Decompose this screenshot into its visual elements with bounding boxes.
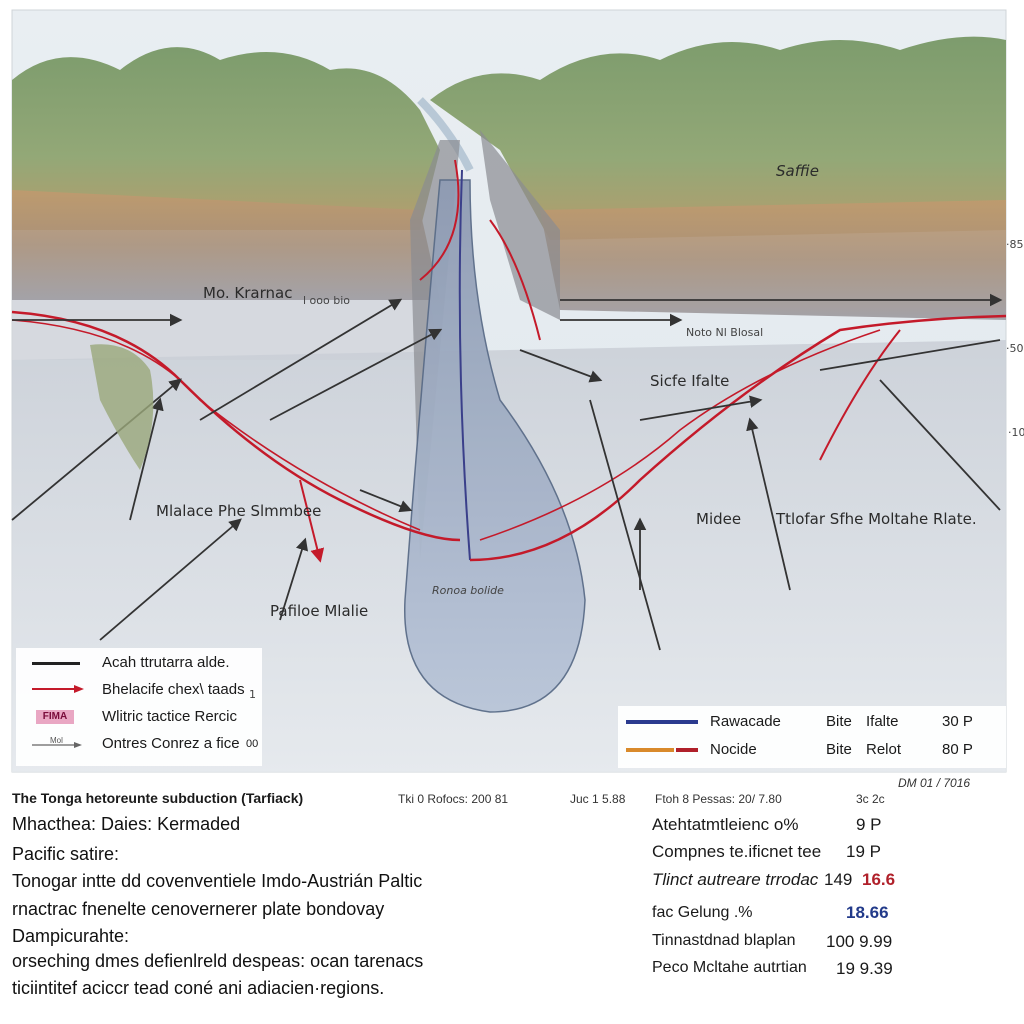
stat-label-6: Peco Mcltahe autrtian (652, 959, 807, 976)
legend-right: Rawacade Bite Ifalte 30 P Nocide Bite Re… (618, 706, 1006, 768)
label-lower-left: Pafiloe Mlalie (270, 602, 369, 620)
legend-item-2: Bhelacife chex\ taads (102, 681, 245, 698)
legend-item-4-suffix: 00 (246, 738, 259, 750)
arrow-10 (746, 417, 791, 591)
label-left-upper-small: l ooo bio (303, 294, 351, 307)
arrow-5 (279, 537, 309, 621)
red-boundary-left (11, 310, 461, 542)
arrow-15 (879, 379, 1001, 511)
caption-line-5: Dampicurahte: (12, 926, 130, 946)
caption-line-1: Mhacthea: Daies: Kermaded (12, 814, 241, 834)
red-slab-line-1 (419, 159, 460, 281)
legend-item-1: Acah ttrutarra alde. (102, 654, 230, 671)
left-mantle (12, 300, 440, 360)
subducting-slab (404, 179, 586, 713)
stat-label-2: Compnes te.ificnet tee (652, 842, 822, 861)
stat-label-5: Tinnastdnad blaplan (652, 932, 796, 949)
stat-value-6: 19 9.39 (836, 959, 893, 978)
arrow-12 (519, 349, 603, 383)
subduction-diagram: Saffie Mo. Krarnac l ooo bio Sicfe Ifalt… (11, 9, 1024, 773)
label-right-middle: Ttlofar Sfhe Moltahe Rlate. (776, 510, 977, 528)
legend-right-1-col3: Ifalte (866, 713, 899, 730)
legend-right-2-col3: Relot (866, 741, 902, 758)
legend-red-swatch (676, 748, 698, 752)
arrow-2 (199, 298, 403, 421)
caption-line-3: Tonogar intte dd covenventiele Imdo-Aust… (12, 871, 423, 891)
label-trench: Ronoa bolide (432, 584, 504, 597)
legend-left-side-mark: 1 (249, 688, 256, 701)
stat-label-1: Atehtatmtleienc o% (652, 815, 799, 834)
arrow-17 (589, 399, 661, 651)
legend-right-1-col2: Bite (826, 713, 852, 730)
stat-value-3: 149 (824, 870, 853, 889)
right-terrain (430, 36, 1006, 241)
legend-right-1-label: Rawacade (710, 713, 781, 730)
caption-date: DM 01 / 7016 (898, 776, 971, 790)
caption-line-6: orseching dmes defienlreld despeas: ocan… (12, 951, 424, 971)
red-arrow-down (299, 479, 325, 563)
caption-meta-4: 3c 2c (856, 792, 885, 806)
legend-black-line-swatch (32, 662, 80, 665)
legend-gray-arrow-icon (32, 742, 82, 748)
label-left-upper: Mo. Krarnac (203, 284, 293, 302)
red-boundary-right (469, 314, 1007, 562)
red-slab-line-2 (489, 219, 541, 341)
legend-right-1-col4: 30 P (942, 713, 973, 730)
arrow-16 (129, 397, 164, 521)
stat-value-4: 18.66 (846, 903, 889, 922)
legend-left: Acah ttrutarra alde. Bhelacife chex\ taa… (16, 648, 262, 766)
stat-label-3: Tlinct autreare trrodac (652, 870, 819, 889)
arrow-14 (819, 339, 1001, 371)
label-top-right-terrain: Saffie (776, 162, 819, 180)
legend-item-3: Wlitric tactice Rercic (102, 708, 238, 725)
legend-gray-tag: Mol (50, 736, 63, 745)
force-arrows (11, 293, 1003, 651)
legend-pink-box: FIMA (36, 710, 74, 724)
arrow-3 (269, 328, 443, 421)
label-left-middle: Mlalace Phe Slmmbee (156, 502, 322, 520)
red-arrow-right (819, 329, 901, 461)
caption-line-7: ticiintitef aciccr tead coné ani adiacie… (12, 978, 385, 998)
trench-wall-right (480, 130, 560, 320)
edge-mark-3: ·10 (1008, 426, 1024, 439)
legend-orange-swatch (626, 748, 674, 752)
stat-label-4: fac Gelung .% (652, 904, 753, 921)
label-mid-right-small: Noto Nl Blosal (686, 326, 764, 339)
caption-line-4: rnactrac fnenelte cenovernerer plate bon… (12, 899, 385, 919)
red-boundary-left-2 (11, 319, 421, 531)
edge-mark-2: ·50 (1006, 342, 1024, 355)
right-crust (540, 200, 1006, 320)
label-center-middle: Midee (696, 510, 742, 528)
edge-mark-1: ·85 (1006, 238, 1024, 251)
arrow-13 (359, 489, 413, 513)
island-landmass (90, 344, 154, 470)
left-terrain (12, 47, 440, 231)
stat-value-5: 100 9.99 (826, 932, 893, 951)
arrow-4 (99, 518, 242, 641)
stat-value-2: 19 P (846, 842, 881, 861)
label-mid-right: Sicfe Ifalte (650, 372, 730, 390)
caption-meta-3: Ftoh 8 Pessas: 20/ 7.80 (655, 792, 782, 806)
legend-right-2-col4: 80 P (942, 741, 973, 758)
red-boundary-right-2 (479, 329, 881, 541)
slab-center-line (458, 169, 471, 561)
caption-meta-1: Tki 0 Rofocs: 200 81 (398, 792, 509, 806)
stat-value-3b: 16.6 (862, 870, 896, 889)
caption-title: The Tonga hetoreunte subduction (Tarfiac… (12, 790, 304, 806)
river (417, 97, 474, 172)
legend-blue-swatch (626, 720, 698, 724)
arrow-9 (639, 395, 763, 421)
caption-line-2: Pacific satire: (12, 844, 120, 864)
left-crust (12, 190, 440, 300)
stat-value-1: 9 P (856, 815, 882, 834)
legend-right-2-label: Nocide (710, 741, 757, 758)
legend-red-arrow-icon (32, 685, 84, 693)
legend-item-4: Ontres Conrez a fice (102, 735, 240, 752)
legend-right-2-col2: Bite (826, 741, 852, 758)
caption-meta-2: Juc 1 5.88 (570, 792, 626, 806)
